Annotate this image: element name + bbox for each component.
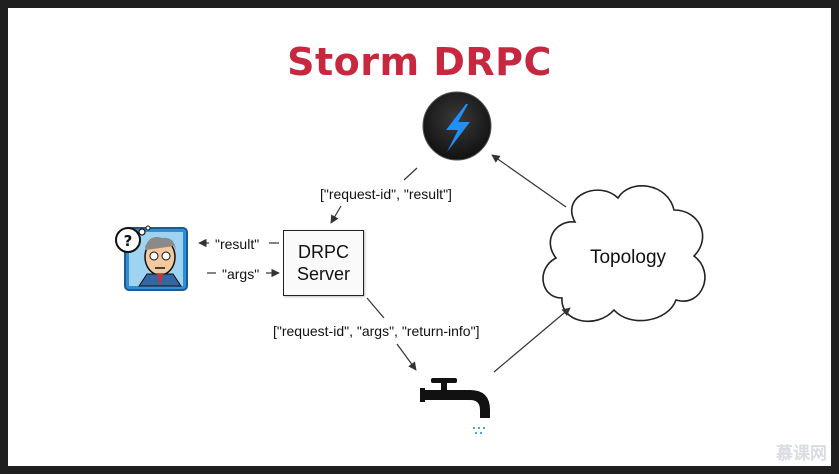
svg-text:?: ?: [124, 232, 133, 250]
watermark: 慕课网: [776, 444, 827, 464]
confused-user-icon: ?: [115, 225, 188, 291]
edge-storm-to-server-a: [403, 167, 418, 181]
edge-storm-to-server-b: [330, 205, 342, 224]
edge-label-args: "args": [222, 266, 260, 282]
edge-server-to-spout-b: [396, 343, 417, 371]
edge-label-request-result: ["request-id", "result"]: [320, 186, 452, 202]
topology-cloud: [542, 185, 706, 323]
edge-server-to-spout-a: [366, 297, 385, 319]
server-label-line2: Server: [296, 264, 350, 284]
edge-topology-to-storm: [491, 154, 567, 208]
topology-label: Topology: [589, 247, 667, 268]
faucet-icon: [420, 378, 490, 434]
server-label-line1: DRPC: [297, 242, 349, 262]
edge-label-result: "result": [215, 236, 260, 252]
lightning-logo-icon: [422, 91, 492, 161]
edge-label-request-args-return: ["request-id", "args", "return-info"]: [273, 323, 480, 339]
page-title: Storm DRPC: [287, 40, 552, 84]
edge-spout-to-topology: [493, 307, 571, 373]
drpc-server-box: DRPC Server: [283, 230, 364, 296]
